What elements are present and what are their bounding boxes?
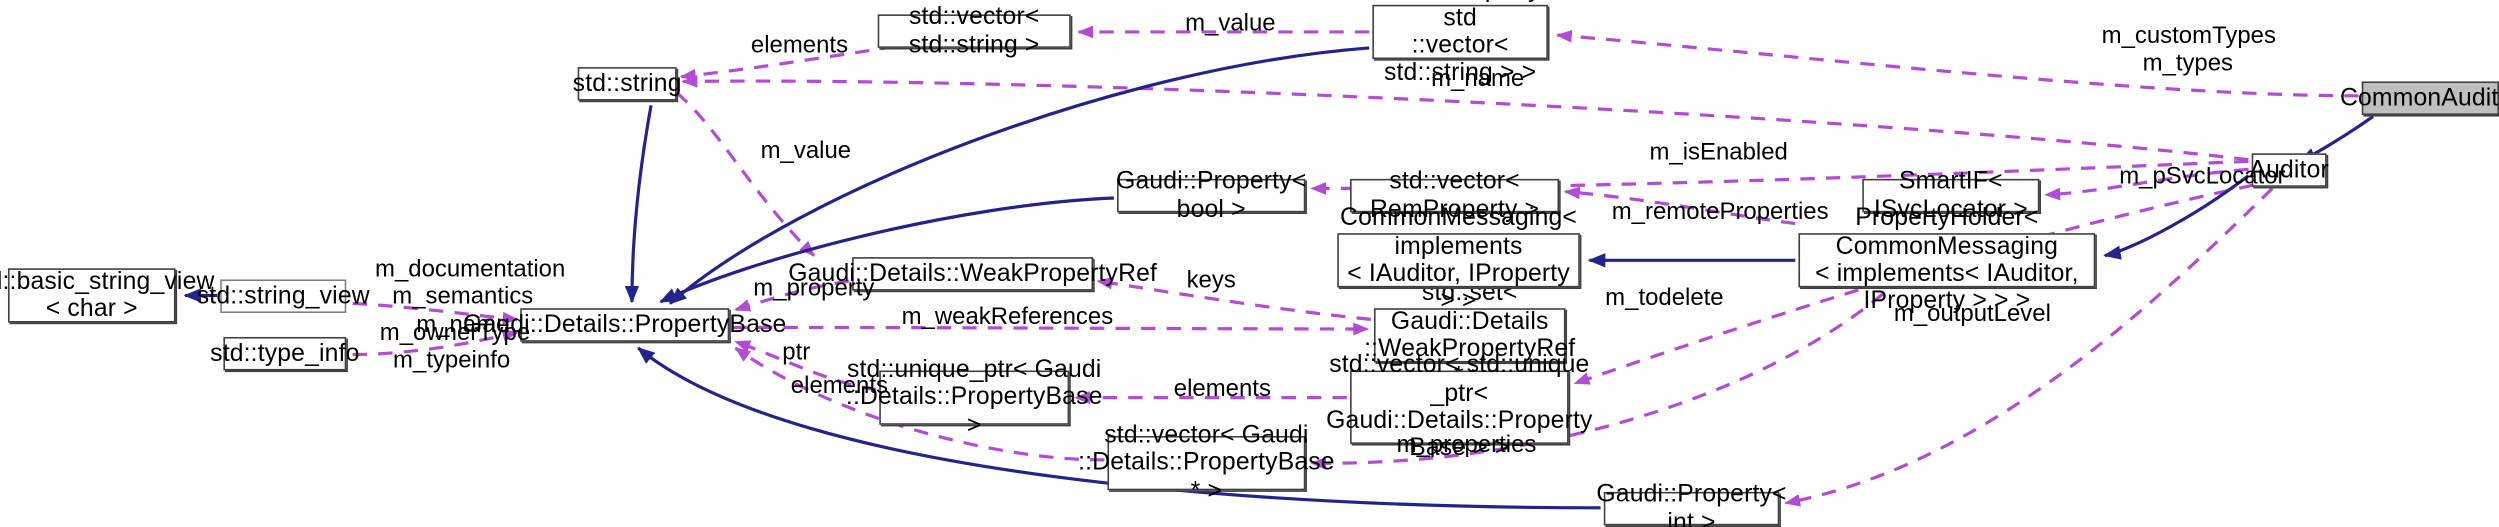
- edge-label-m-property: m_property: [753, 274, 875, 302]
- edge-label-m-todelete: m_todelete: [1605, 284, 1724, 312]
- edge-label-m-outputlevel: m_outputLevel: [1893, 300, 2051, 328]
- edge-label-m-weakreferences: m_weakReferences: [901, 303, 1114, 331]
- edge-label-elements-1: elements: [750, 31, 849, 60]
- edge-inherit-string-propertybase: [624, 105, 653, 304]
- node-std-basic-string-view[interactable]: std::basic_string_view < char >: [0, 267, 215, 323]
- edge-mvalue-propertybase-string: [675, 91, 815, 257]
- node-gaudi-details-weakpropertyref[interactable]: Gaudi::Details::WeakPropertyRef: [788, 257, 1157, 291]
- node-std-vector-std-string[interactable]: std::vector< std::string >: [877, 3, 1071, 58]
- node-std-type-info[interactable]: std::type_info: [210, 336, 359, 371]
- edge-label-m-documentation: m_documentation m_semantics m_name: [375, 255, 566, 338]
- edge-label-elements-3: elements: [1173, 375, 1271, 403]
- edge-label-m-ownertype: m_ownerType m_typeinfo: [379, 319, 531, 375]
- node-gaudi-property-bool[interactable]: Gaudi::Property< bool >: [1116, 167, 1307, 223]
- node-gaudi-property-vector-string[interactable]: Gaudi::Property< std ::vector< std::stri…: [1365, 0, 1555, 87]
- edge-label-m-value-top: m_value: [1185, 9, 1276, 37]
- edge-label-m-psvclocator: m_pSvcLocator: [2119, 162, 2286, 191]
- edge-label-keys: keys: [1186, 266, 1236, 294]
- edge-label-m-isenabled: m_isEnabled: [1649, 138, 1788, 167]
- edge-label-m-name: m_name: [1431, 65, 1525, 93]
- node-std-string-view[interactable]: std::string_view: [197, 279, 370, 314]
- node-std-vector-unique-ptr-propertybase[interactable]: std::vector< std::unique _ptr< Gaudi::De…: [1326, 351, 1593, 463]
- node-commonmessaging[interactable]: CommonMessaging< implements < IAuditor, …: [1337, 205, 1580, 315]
- node-auditor[interactable]: Auditor: [2249, 153, 2329, 187]
- edge-label-m-value-left: m_value: [760, 137, 852, 165]
- edge-label-m-remoteproperties: m_remoteProperties: [1611, 198, 1829, 226]
- node-gaudi-property-int[interactable]: Gaudi::Property< int >: [1596, 480, 1787, 527]
- node-std-string[interactable]: std::string: [573, 67, 681, 101]
- edge-label-ptr: ptr: [782, 338, 811, 366]
- node-std-vector-propertybase-ptr[interactable]: std::vector< Gaudi ::Details::PropertyBa…: [1078, 421, 1335, 505]
- node-gaudi-details-propertybase[interactable]: Gaudi::Details::PropertyBase: [463, 308, 786, 342]
- node-common-auditor: CommonAuditor: [2340, 81, 2499, 115]
- edge-label-m-properties: m_properties: [1396, 431, 1537, 459]
- node-std-unique-ptr-propertybase[interactable]: std::unique_ptr< Gaudi ::Details::Proper…: [845, 356, 1103, 439]
- node-propertyholder[interactable]: PropertyHolder< CommonMessaging < implem…: [1798, 205, 2096, 315]
- edge-label-elements-2: elements: [790, 372, 888, 400]
- edge-label-m-customtypes: m_customTypes m_types: [2101, 22, 2276, 78]
